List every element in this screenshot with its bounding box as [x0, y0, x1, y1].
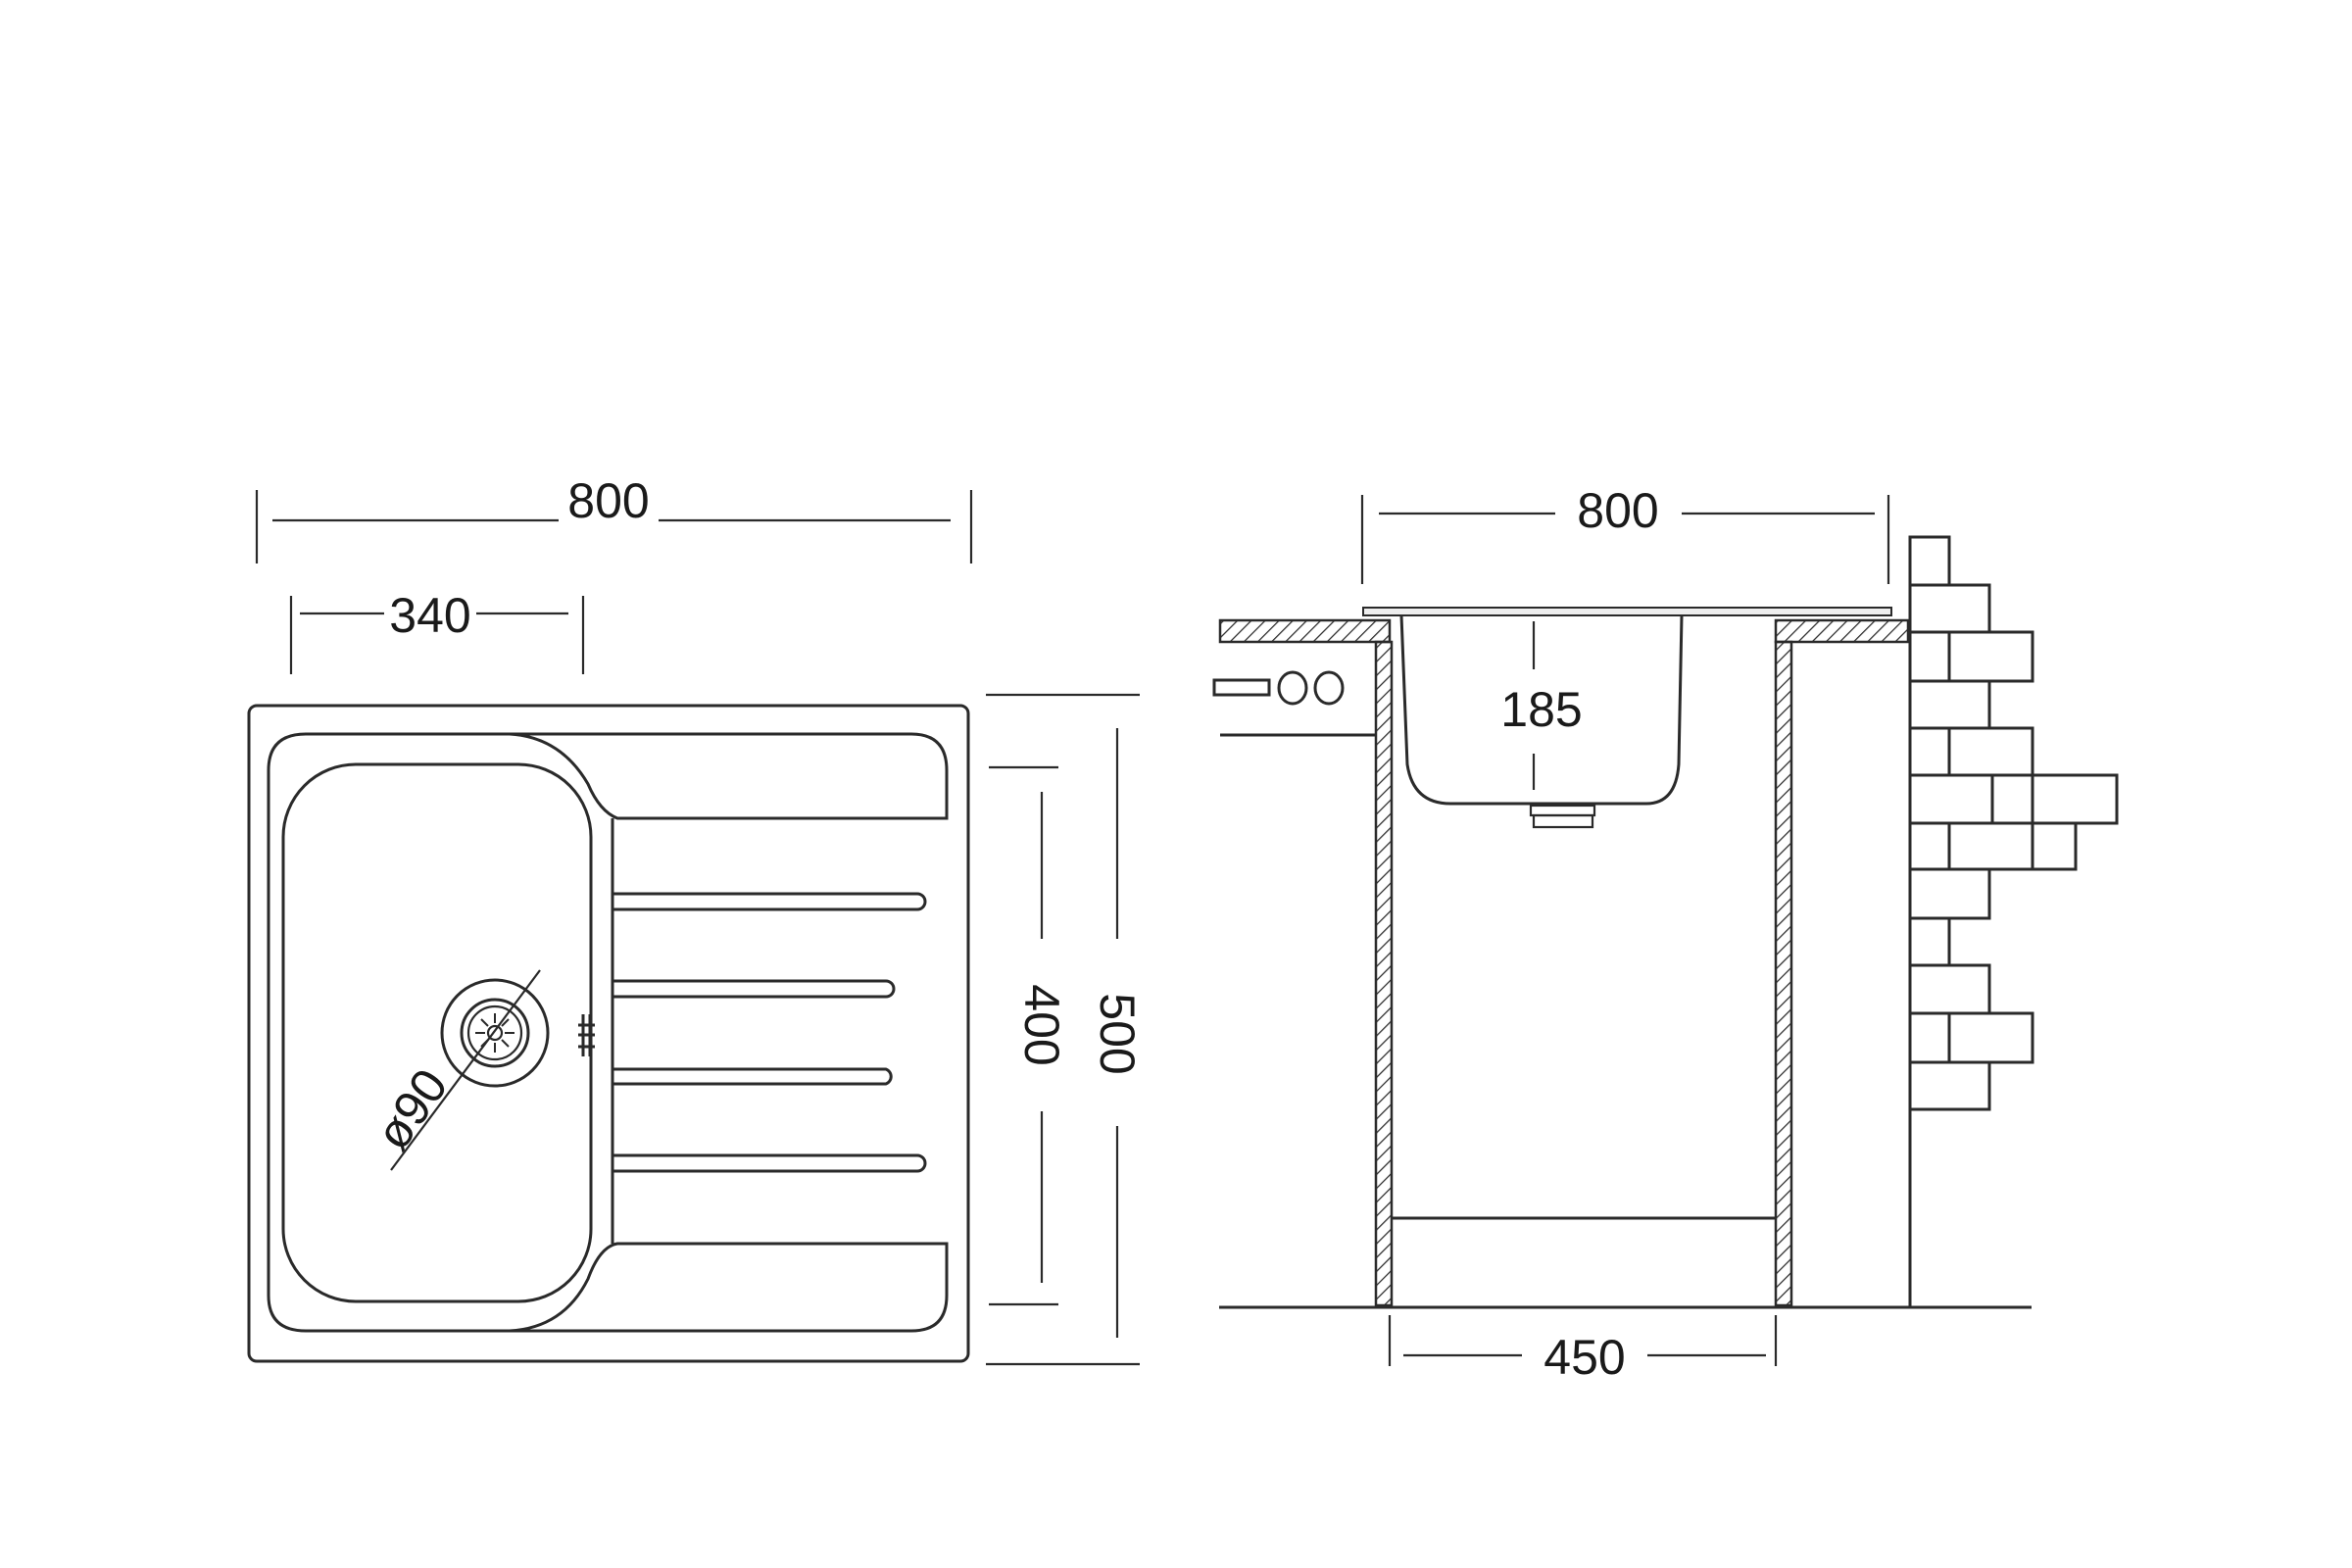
dimension-bowl-depth-span: 400 — [989, 765, 1069, 1306]
countertop-left — [1218, 618, 1392, 644]
sink-inner-rim — [267, 732, 949, 1333]
drain-strainer-icon — [390, 969, 550, 1171]
dimension-label: 400 — [1014, 984, 1069, 1065]
drainer-ribs — [611, 818, 927, 1244]
drawer-handle-icon — [1212, 678, 1271, 697]
sink-rim — [1362, 607, 1892, 616]
cabinet-wall-left — [1374, 640, 1394, 1307]
dimension-label: 340 — [389, 588, 470, 643]
sink-outer-edge — [247, 704, 970, 1363]
brick-wall — [1908, 535, 2119, 1111]
sink-bowl-section — [1399, 614, 1684, 806]
dimension-label: 800 — [567, 473, 649, 528]
dimension-label: 500 — [1090, 993, 1145, 1074]
dimension-bowl-depth: 185 — [1500, 621, 1583, 790]
side-view: 800 185 — [1212, 483, 2119, 1385]
sink-bowl — [281, 762, 593, 1303]
dimension-label: 800 — [1577, 483, 1658, 538]
dimension-overall-width: 800 — [255, 473, 973, 564]
knob-icon — [1313, 670, 1345, 706]
dimension-overall-depth: 500 — [986, 693, 1145, 1366]
drain-diameter-label: ø90 — [365, 1059, 458, 1160]
countertop-right — [1774, 618, 1910, 644]
knob-icon — [1277, 670, 1308, 706]
dimension-bowl-width: 340 — [289, 588, 585, 674]
drain-outlet-lower — [1532, 813, 1594, 829]
dimension-cabinet-width: 450 — [1388, 1315, 1778, 1385]
overflow-icon — [578, 1014, 595, 1056]
drain-outlet — [1529, 804, 1596, 817]
top-view: 800 340 — [247, 473, 1145, 1366]
cabinet-wall-right — [1774, 640, 1793, 1307]
dimension-label: 185 — [1500, 682, 1582, 737]
dimension-label: 450 — [1544, 1330, 1625, 1385]
dimension-overall-width: 800 — [1360, 483, 1890, 584]
